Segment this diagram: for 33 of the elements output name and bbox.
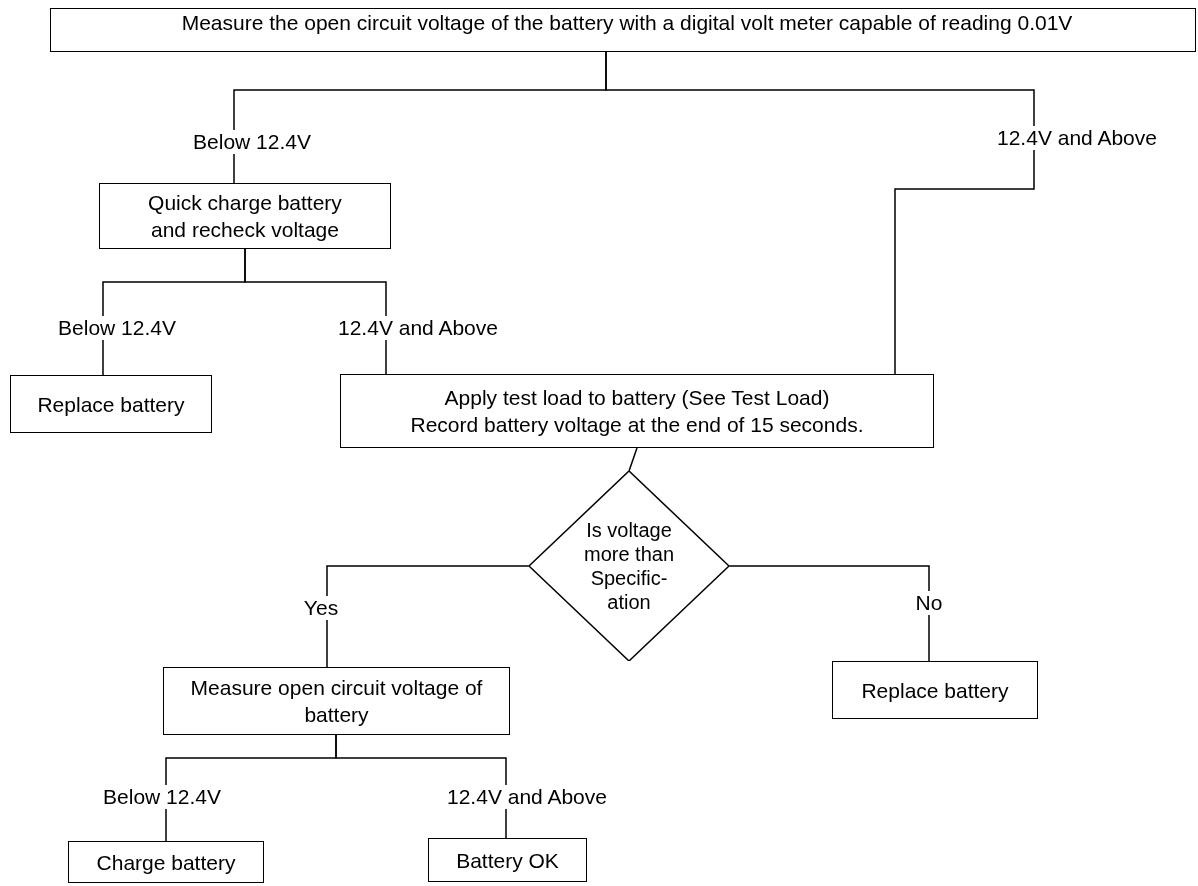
node-text: Record battery voltage at the end of 15 seconds. bbox=[410, 412, 864, 438]
node-text: Battery OK bbox=[456, 847, 559, 874]
connector-line bbox=[628, 447, 638, 472]
node-text: Replace battery bbox=[37, 391, 185, 418]
connector-line bbox=[605, 51, 1035, 375]
edge-label: Below 12.4V bbox=[102, 785, 222, 809]
process-box bbox=[68, 841, 264, 883]
connector-line bbox=[244, 248, 387, 375]
process-box bbox=[832, 661, 1038, 719]
connector-line bbox=[335, 734, 507, 839]
process-box bbox=[50, 8, 1196, 52]
node-text: Is voltage more than Specific- ation bbox=[583, 518, 675, 614]
process-box bbox=[340, 374, 934, 448]
edge-label: Below 12.4V bbox=[57, 316, 177, 340]
process-box bbox=[428, 838, 587, 882]
edge-label: 12.4V and Above bbox=[337, 316, 499, 340]
node-text: Measure the open circuit voltage of the battery with a digital volt meter capable of reading 0.01V bbox=[181, 10, 1073, 36]
edge-label: Yes bbox=[302, 596, 340, 620]
edge-label: Below 12.4V bbox=[192, 130, 312, 154]
connector-line bbox=[326, 565, 530, 668]
node-text: Charge battery bbox=[96, 849, 236, 876]
edge-label: 12.4V and Above bbox=[446, 785, 608, 809]
edge-label: No bbox=[914, 591, 944, 615]
connector-line bbox=[728, 565, 930, 662]
node-text: Measure open circuit voltage of battery bbox=[189, 675, 484, 728]
process-box bbox=[10, 375, 212, 433]
node-text: Quick charge battery and recheck voltage bbox=[147, 190, 343, 243]
node-text: Replace battery bbox=[861, 677, 1009, 704]
edge-label: 12.4V and Above bbox=[996, 126, 1158, 150]
process-box bbox=[99, 183, 391, 249]
decision-diamond bbox=[529, 471, 729, 661]
node-text: Apply test load to battery (See Test Load) bbox=[444, 385, 830, 411]
process-box bbox=[163, 667, 510, 735]
